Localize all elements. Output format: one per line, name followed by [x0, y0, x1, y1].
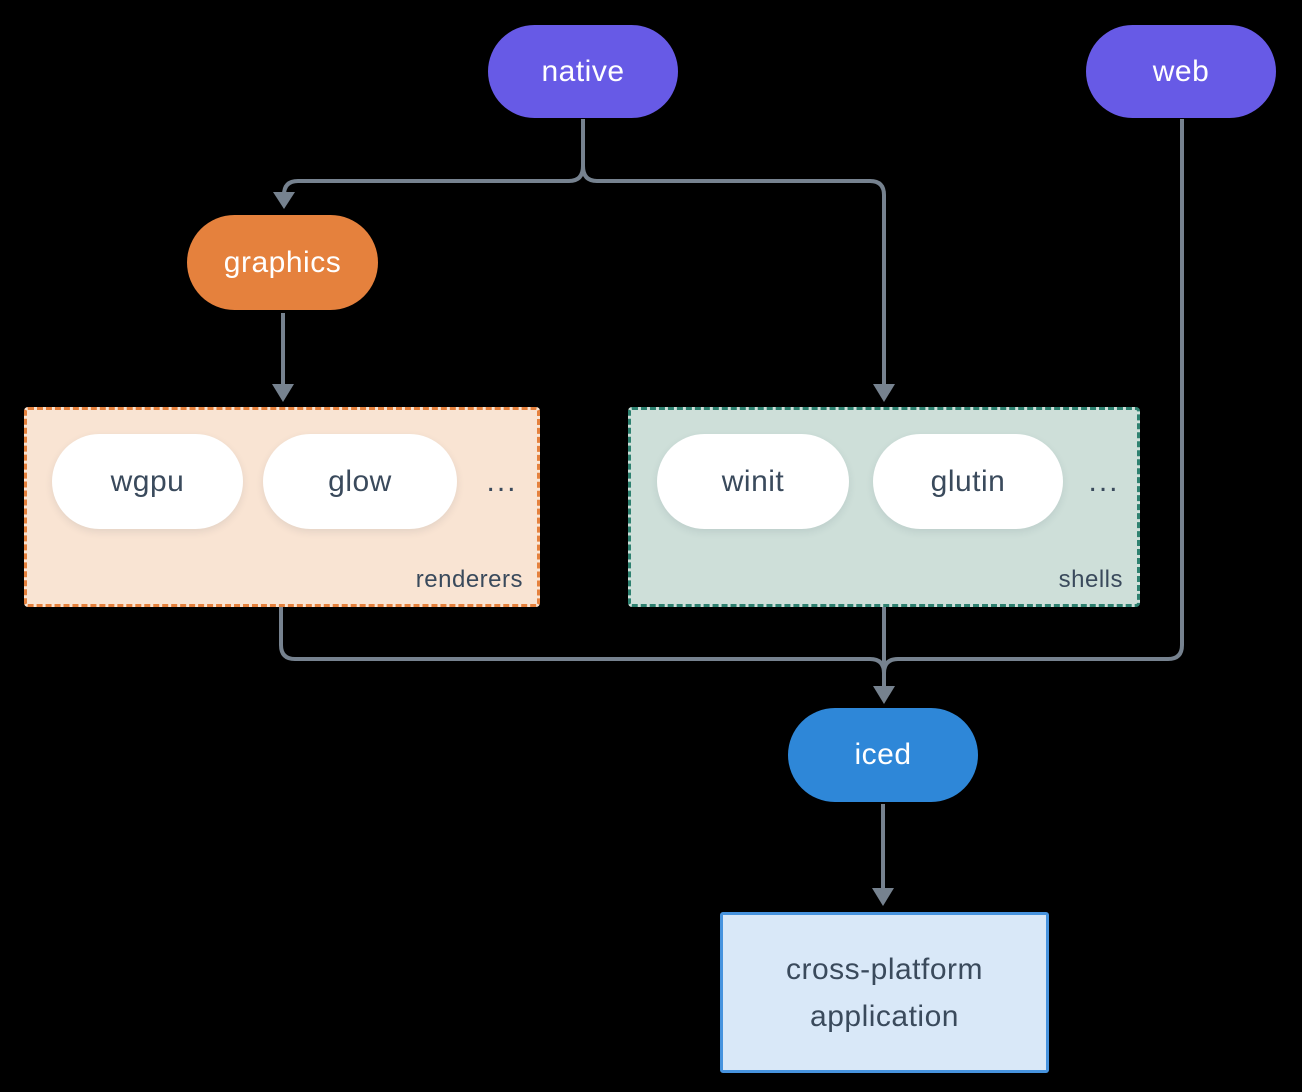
node-iced: iced	[788, 708, 978, 802]
group-renderers-label: renderers	[415, 566, 523, 593]
node-wgpu: wgpu	[52, 434, 243, 529]
node-graphics: graphics	[187, 215, 378, 310]
edge-native-to-shells	[581, 165, 886, 385]
node-graphics-label: graphics	[223, 245, 342, 279]
node-iced-label: iced	[854, 738, 912, 771]
arrowhead-graphics	[273, 192, 295, 209]
node-glutin: glutin	[873, 434, 1063, 529]
application-label-line1: cross-platform	[785, 952, 984, 986]
arrowhead-application	[872, 888, 894, 906]
node-winit-label: winit	[721, 464, 785, 498]
arrowhead-shells	[873, 384, 895, 402]
node-winit: winit	[657, 434, 849, 529]
group-shells-label: shells	[1058, 566, 1123, 593]
node-glow-label: glow	[328, 464, 392, 498]
renderers-ellipsis: ...	[486, 464, 518, 498]
arrowhead-iced	[873, 686, 895, 704]
node-native-label: native	[541, 54, 625, 88]
node-glow: glow	[263, 434, 457, 529]
node-glutin-label: glutin	[930, 464, 1006, 498]
shells-ellipsis: ...	[1088, 464, 1120, 498]
arrowhead-renderers	[272, 384, 294, 402]
group-shells: winit glutin ... shells	[628, 407, 1140, 607]
group-renderers: wgpu glow ... renderers	[24, 407, 540, 607]
edge-renderers-to-merge	[279, 602, 886, 674]
application-label-line2: application	[810, 999, 959, 1033]
edge-native-to-graphics	[282, 165, 585, 196]
node-wgpu-label: wgpu	[110, 464, 185, 498]
node-native: native	[488, 25, 678, 118]
node-web-label: web	[1152, 54, 1210, 88]
node-cross-platform-application: cross-platform application	[720, 912, 1049, 1073]
node-web: web	[1086, 25, 1276, 118]
